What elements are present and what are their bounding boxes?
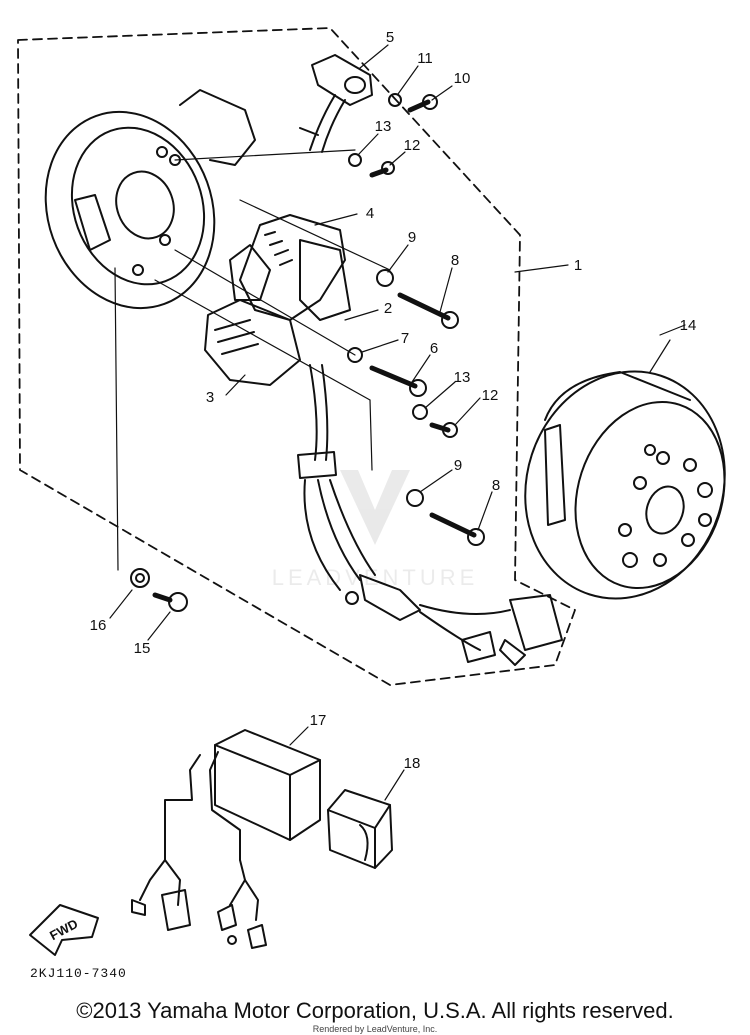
wire-harness bbox=[297, 364, 563, 666]
callout-numbers: 5 11 10 13 12 4 9 8 1 2 14 7 6 13 12 3 9… bbox=[90, 29, 697, 772]
callout-18: 18 bbox=[404, 755, 421, 772]
rendered-by-notice: Rendered by LeadVenture, Inc. bbox=[312, 1024, 438, 1034]
callout-12a: 12 bbox=[404, 137, 421, 154]
callout-14: 14 bbox=[680, 317, 697, 334]
callout-8a: 8 bbox=[451, 252, 459, 269]
stator-coil bbox=[204, 214, 351, 386]
flywheel-rotor bbox=[524, 370, 726, 600]
callout-13b: 13 bbox=[454, 369, 471, 386]
callout-1: 1 bbox=[574, 257, 582, 274]
copyright-notice: ©2013 Yamaha Motor Corporation, U.S.A. A… bbox=[76, 998, 674, 1023]
pickup-coil bbox=[299, 54, 373, 153]
callout-7: 7 bbox=[401, 330, 409, 347]
watermark-text: LEADVENTURE bbox=[272, 565, 479, 590]
callout-4: 4 bbox=[366, 205, 374, 222]
callout-8b: 8 bbox=[492, 477, 500, 494]
callout-3: 3 bbox=[206, 389, 214, 406]
cdi-rubber-holder bbox=[327, 789, 393, 869]
fwd-arrow: FWD bbox=[29, 904, 99, 956]
callout-12b: 12 bbox=[482, 387, 499, 404]
cdi-unit bbox=[131, 729, 321, 949]
callout-5: 5 bbox=[386, 29, 394, 46]
assembly-boundary bbox=[17, 27, 576, 686]
watermark: LEADVENTURE bbox=[272, 470, 479, 590]
callout-leaders bbox=[109, 44, 686, 801]
callout-2: 2 bbox=[384, 300, 392, 317]
callout-10: 10 bbox=[454, 70, 471, 87]
callout-9b: 9 bbox=[454, 457, 462, 474]
callout-15: 15 bbox=[134, 640, 151, 657]
leader-lines bbox=[114, 149, 391, 571]
callout-13a: 13 bbox=[375, 118, 392, 135]
callout-11: 11 bbox=[417, 50, 433, 67]
diagram-code: 2KJ110-7340 bbox=[30, 966, 127, 981]
callout-17: 17 bbox=[310, 712, 327, 729]
callout-6: 6 bbox=[430, 340, 438, 357]
callout-9a: 9 bbox=[408, 229, 416, 246]
fasteners bbox=[130, 93, 485, 612]
stator-base-plate bbox=[44, 89, 256, 310]
callout-16: 16 bbox=[90, 617, 107, 634]
